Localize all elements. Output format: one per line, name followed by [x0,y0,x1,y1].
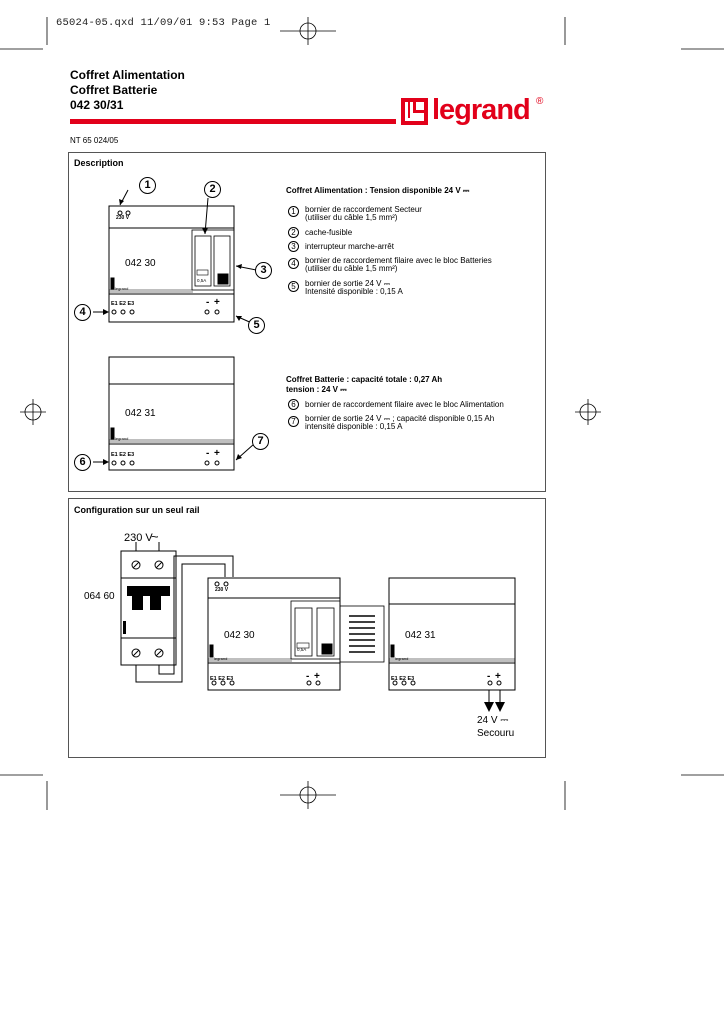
batt-input-terminals-label: E1 E2 E3 [111,452,135,458]
configuration-panel [68,498,546,758]
description-heading: Description [74,158,124,168]
config-batt-e-terminals: E1 E2 E3 [391,676,415,682]
callout-7: 7 [252,433,269,450]
config-fuse-label: 0,5A [297,647,307,652]
callout-5: 5 [248,317,265,334]
ac-tilde-icon: ~ [151,529,159,544]
config-batt-plus: + [495,671,501,682]
legrand-wordmark: legrand [432,94,531,126]
alim-model-label: 042 30 [125,258,156,269]
callout-6: 6 [74,454,91,471]
legrand-logo: legrand ® [400,94,550,130]
alim-230v-label: 230 V [116,215,130,221]
batt-model-label: 042 31 [125,408,156,419]
breaker-model-label: 064 60 [84,591,115,602]
batt-mini-brand: legrand [115,436,129,441]
file-slug: 65024-05.qxd 11/09/01 9:53 Page 1 [56,17,271,29]
alim-specs-heading: Coffret Alimentation : Tension disponibl… [286,186,470,195]
item-4-text: bornier de raccordement filaire avec le … [305,256,492,265]
alim-minus-label: - [206,297,210,308]
item-7-badge: 7 [288,416,299,427]
registered-mark: ® [536,96,544,107]
config-230v-label: 230 V [215,587,229,593]
callout-2: 2 [204,181,221,198]
alim-mini-brand: legrand [115,286,129,291]
config-alim-mini-brand: legrand [214,656,228,661]
callout-4: 4 [74,304,91,321]
alim-input-terminals-label: E1 E2 E3 [111,301,135,307]
item-6-text: bornier de raccordement filaire avec le … [305,400,504,409]
item-4-badge: 4 [288,258,299,269]
config-alim-minus: - [306,671,310,682]
config-alim-plus: + [314,671,320,682]
config-batt-minus: - [487,671,491,682]
item-6-badge: 6 [288,399,299,410]
item-1-badge: 1 [288,206,299,217]
configuration-diagram [120,542,516,712]
item-3-text: interrupteur marche-arrêt [305,242,394,251]
supply-voltage-label: 230 V [124,532,153,544]
item-5-badge: 5 [288,281,299,292]
brand-red-bar [70,119,396,124]
item-7-subtext: intensité disponible : 0,15 A [305,422,403,431]
callout-1: 1 [139,177,156,194]
item-7-text: bornier de sortie 24 V ⎓ ; capacité disp… [305,414,495,423]
config-batt-mini-brand: legrand [395,656,409,661]
fuse-rating-label: 0,5A [197,278,207,283]
description-diagram [93,189,257,471]
alim-plus-label: + [214,297,220,308]
output-backup-label: Secouru [477,728,515,739]
config-alim-e-terminals: E1 E2 E3 [210,676,234,682]
config-batt-model-label: 042 31 [405,630,436,641]
title-line-1: Coffret Alimentation [70,68,185,82]
item-1-text: bornier de raccordement Secteur [305,205,422,214]
batt-minus-label: - [206,448,210,459]
config-batt-outline [388,577,516,691]
item-5-subtext: Intensité disponible : 0,15 A [305,287,403,296]
title-line-3: 042 30/31 [70,98,124,112]
breaker-outline [120,550,177,666]
item-2-badge: 2 [288,227,299,238]
title-line-2: Coffret Batterie [70,83,158,97]
description-panel [68,152,546,492]
callout-3: 3 [255,262,272,279]
config-alim-model-label: 042 30 [224,630,255,641]
batt-specs-heading-2: tension : 24 V ⎓ [286,385,347,394]
batt-plus-label: + [214,448,220,459]
item-2-text: cache-fusible [305,228,353,237]
document-reference: NT 65 024/05 [70,136,119,145]
batt-specs-heading-1: Coffret Batterie : capacité totale : 0,2… [286,375,443,384]
configuration-heading: Configuration sur un seul rail [74,505,200,515]
batt-module-outline [108,356,235,471]
item-1-subtext: (utiliser du câble 1,5 mm²) [305,213,398,222]
item-3-badge: 3 [288,241,299,252]
item-5-text: bornier de sortie 24 V ⎓ [305,279,391,288]
output-voltage-label: 24 V ⎓ [477,715,509,726]
legrand-logo-mark [401,98,428,125]
item-4-subtext: (utiliser du câble 1,5 mm²) [305,264,398,273]
